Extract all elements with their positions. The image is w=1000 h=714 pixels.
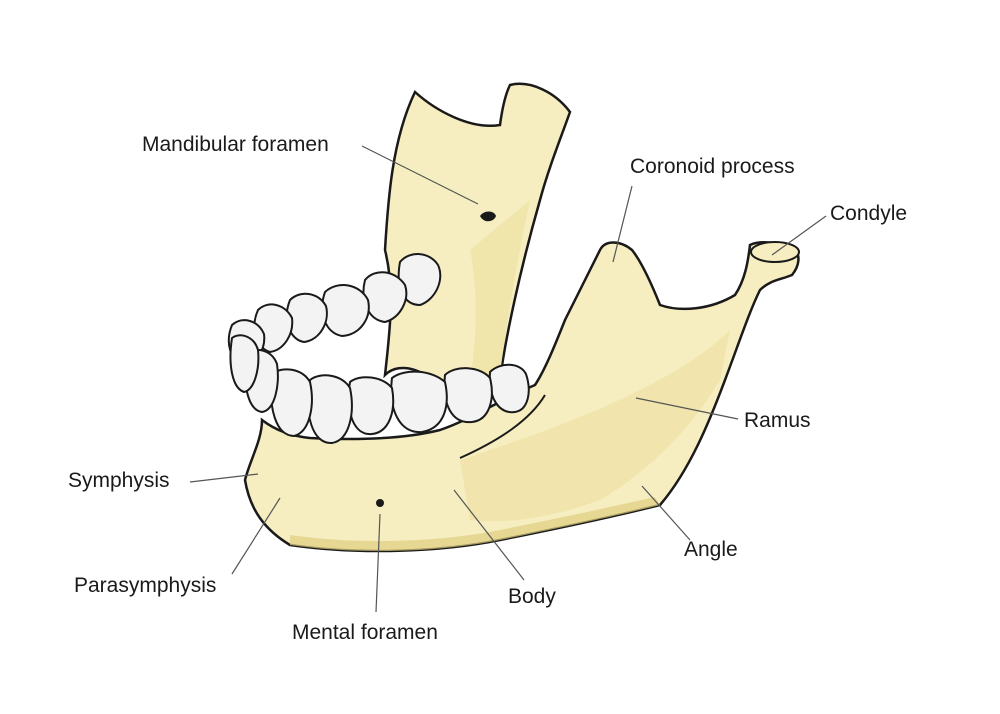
label-parasymphysis: Parasymphysis bbox=[74, 574, 217, 597]
lower-border-shading bbox=[290, 497, 660, 552]
leader-symphysis bbox=[189, 473, 259, 483]
leader-body bbox=[453, 489, 525, 581]
label-mandibular-foramen: Mandibular foramen bbox=[142, 133, 329, 156]
condyle-head bbox=[750, 241, 800, 263]
label-body: Body bbox=[508, 585, 556, 608]
leader-ramus bbox=[635, 397, 739, 420]
label-symphysis: Symphysis bbox=[68, 469, 170, 492]
mandibular-foramen-hole bbox=[480, 211, 496, 222]
leader-mental-foramen bbox=[375, 513, 381, 613]
far-ramus-shading bbox=[470, 200, 530, 380]
label-ramus: Ramus bbox=[744, 409, 811, 432]
leader-parasymphysis bbox=[231, 497, 281, 575]
label-coronoid-process: Coronoid process bbox=[630, 155, 795, 178]
near-body-shading bbox=[460, 330, 730, 522]
far-ramus bbox=[383, 82, 572, 397]
label-condyle: Condyle bbox=[830, 202, 908, 225]
mental-foramen-hole bbox=[376, 499, 384, 507]
leader-angle bbox=[641, 485, 691, 541]
label-mental-foramen: Mental foramen bbox=[292, 621, 438, 644]
leader-mandibular-foramen bbox=[361, 145, 479, 205]
near-teeth bbox=[229, 334, 530, 445]
label-angle: Angle bbox=[684, 538, 738, 561]
leader-lines bbox=[189, 145, 827, 613]
leader-coronoid-process bbox=[612, 185, 633, 263]
leader-condyle bbox=[771, 215, 827, 256]
oblique-ridge bbox=[459, 394, 546, 459]
